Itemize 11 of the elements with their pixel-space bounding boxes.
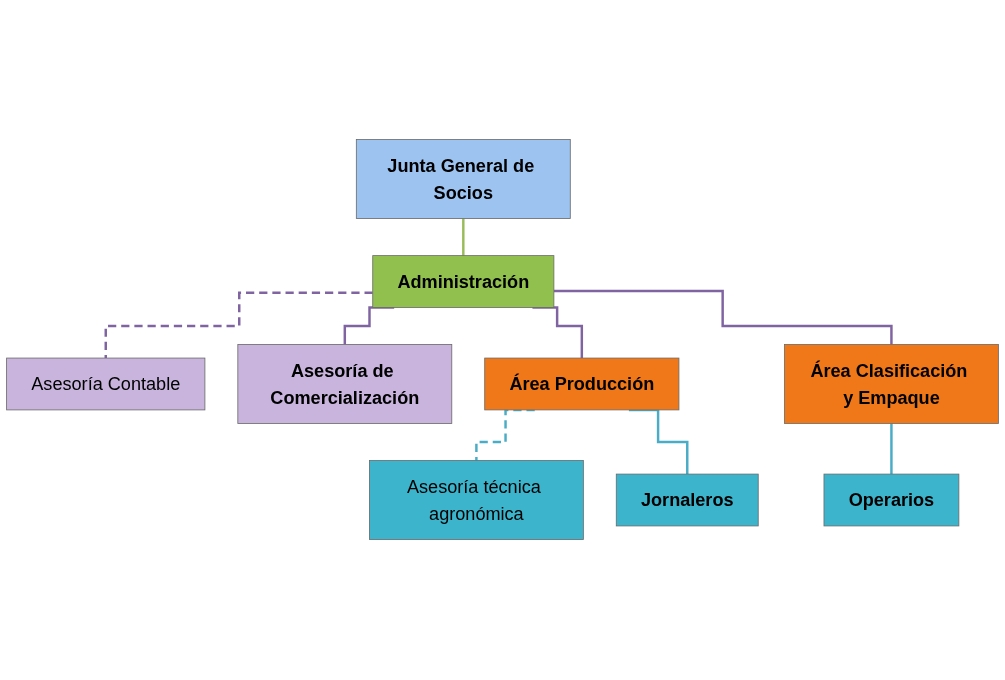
connector: [890, 422, 893, 476]
node-box: Área Clasificación y Empaque: [784, 344, 999, 425]
node-box: Asesoría técnica agronómica: [369, 460, 584, 541]
node-box: Administración: [372, 255, 555, 309]
node-box: Junta General de Socios: [355, 139, 571, 220]
node-box: Asesoría de Comercialización: [237, 344, 453, 425]
node-box: Jornaleros: [615, 474, 759, 527]
node-box: Asesoría Contable: [6, 358, 206, 411]
node-box: Área Producción: [484, 358, 680, 411]
connector: [104, 292, 373, 360]
node-box: Operarios: [823, 474, 960, 527]
